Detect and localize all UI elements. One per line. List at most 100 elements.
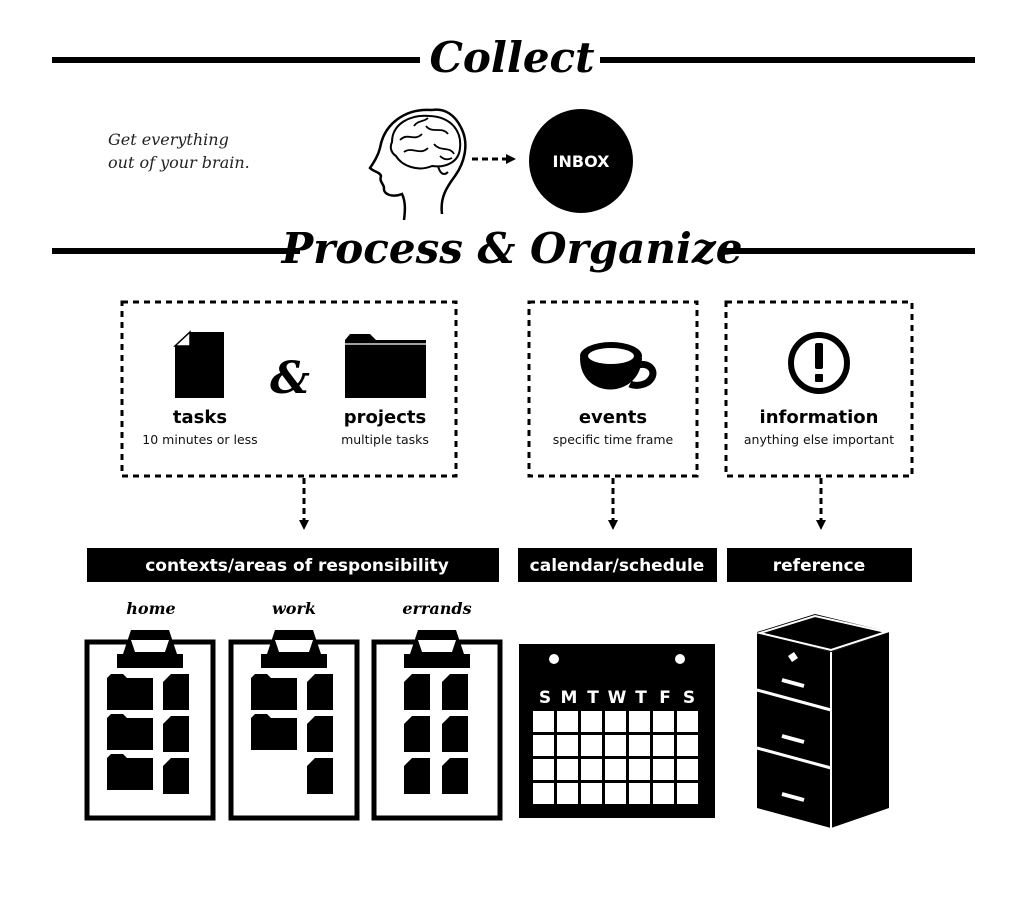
- calendar-weekday: F: [659, 688, 671, 708]
- calendar-cell: [653, 759, 674, 780]
- calendar-cell: [677, 711, 698, 732]
- calendar-bar: calendar/schedule: [518, 548, 717, 582]
- collect-title: Collect: [429, 33, 594, 82]
- clipboard-tray-slot: [131, 640, 169, 652]
- clipboard-folder-icon: [107, 674, 153, 710]
- folder-icon: [345, 334, 426, 398]
- clipboard-document-icon: [307, 716, 333, 752]
- tray-clipboard-group: [84, 630, 503, 821]
- context-work-label: work: [272, 599, 316, 618]
- information-sub: anything else important: [744, 432, 894, 447]
- inbox-label: INBOX: [553, 152, 611, 171]
- collect-note-line2: out of your brain.: [108, 153, 250, 172]
- calendar-cell: [581, 759, 602, 780]
- calendar-cell: [629, 783, 650, 804]
- calendar-cell: [629, 735, 650, 756]
- calendar-cell: [653, 735, 674, 756]
- calendar-weekday: S: [683, 688, 695, 708]
- calendar-cell: [677, 735, 698, 756]
- calendar-weekday: W: [608, 688, 627, 708]
- clipboard-board: [371, 639, 503, 821]
- context-errands-label: errands: [402, 599, 471, 618]
- events-sub: specific time frame: [553, 432, 674, 447]
- calendar-cell: [533, 783, 554, 804]
- clipboard-folder-icon: [251, 674, 297, 710]
- tray-clipboard-icon: [84, 630, 216, 821]
- calendar-weekday: T: [635, 688, 647, 708]
- clipboard-folder-icon: [107, 714, 153, 750]
- calendar-cell: [605, 735, 626, 756]
- clipboard-document-icon: [404, 716, 430, 752]
- events-box: [527, 300, 699, 478]
- tasks-label: tasks: [173, 407, 227, 428]
- clipboard-folder-icon: [107, 754, 153, 790]
- calendar-cell: [533, 711, 554, 732]
- calendar-cell: [581, 783, 602, 804]
- calendar-cell: [605, 783, 626, 804]
- calendar-cell: [677, 783, 698, 804]
- clipboard-document-icon: [442, 716, 468, 752]
- process-header: Process & Organize: [52, 224, 975, 273]
- calendar-cell: [677, 759, 698, 780]
- information-box: [724, 300, 914, 478]
- reference-bar: reference: [727, 548, 912, 582]
- calendar-cell: [557, 783, 578, 804]
- inbox-circle-icon: INBOX: [529, 109, 633, 213]
- clipboard-document-icon: [307, 758, 333, 794]
- context-home-label: home: [126, 599, 175, 618]
- clipboard-document-icon: [404, 758, 430, 794]
- clipboard-tray-slot: [418, 640, 456, 652]
- calendar-grid: [533, 711, 698, 804]
- brain-head-icon: [368, 108, 467, 221]
- calendar-weekday: T: [587, 688, 599, 708]
- contexts-bar-label: contexts/areas of responsibility: [145, 556, 449, 576]
- information-label: information: [760, 407, 879, 428]
- clipboard-document-icon: [442, 674, 468, 710]
- calendar-cell: [581, 735, 602, 756]
- document-icon: [173, 330, 224, 398]
- tray-clipboard-icon: [228, 630, 360, 821]
- clipboard-document-icon: [163, 674, 189, 710]
- calendar-cell: [533, 735, 554, 756]
- calendar-cell: [533, 759, 554, 780]
- calendar-cell: [653, 783, 674, 804]
- calendar-cell: [557, 735, 578, 756]
- clipboard-tray-slot: [275, 640, 313, 652]
- clipboard-folder-icon: [251, 714, 297, 750]
- collect-header: Collect: [52, 33, 975, 82]
- tasks-projects-box: [120, 300, 458, 478]
- calendar-cell: [605, 759, 626, 780]
- calendar-weekday: S: [539, 688, 551, 708]
- tasks-sub: 10 minutes or less: [142, 432, 257, 447]
- clipboard-document-icon: [163, 758, 189, 794]
- filing-cabinet-icon: [756, 614, 890, 828]
- calendar-cell: [581, 711, 602, 732]
- clipboard-document-icon: [442, 758, 468, 794]
- reference-bar-label: reference: [773, 556, 865, 576]
- calendar-cell: [629, 759, 650, 780]
- calendar-cell: [557, 711, 578, 732]
- calendar-cell: [629, 711, 650, 732]
- exclamation-circle-icon: [788, 332, 850, 394]
- process-title: Process & Organize: [281, 224, 743, 273]
- clipboard-document-icon: [163, 716, 189, 752]
- coffee-cup-icon: [580, 342, 657, 390]
- projects-label: projects: [344, 407, 427, 428]
- ampersand: &: [270, 353, 310, 404]
- clipboard-document-icon: [307, 674, 333, 710]
- calendar-cell: [557, 759, 578, 780]
- events-label: events: [579, 407, 647, 428]
- contexts-bar: contexts/areas of responsibility: [87, 548, 499, 582]
- collect-note-line1: Get everything: [108, 130, 229, 149]
- calendar-weekday: M: [561, 688, 578, 708]
- tray-clipboard-icon: [371, 630, 503, 821]
- calendar-cell: [605, 711, 626, 732]
- calendar-bar-label: calendar/schedule: [530, 556, 705, 576]
- projects-sub: multiple tasks: [341, 432, 429, 447]
- calendar-cell: [653, 711, 674, 732]
- clipboard-document-icon: [404, 674, 430, 710]
